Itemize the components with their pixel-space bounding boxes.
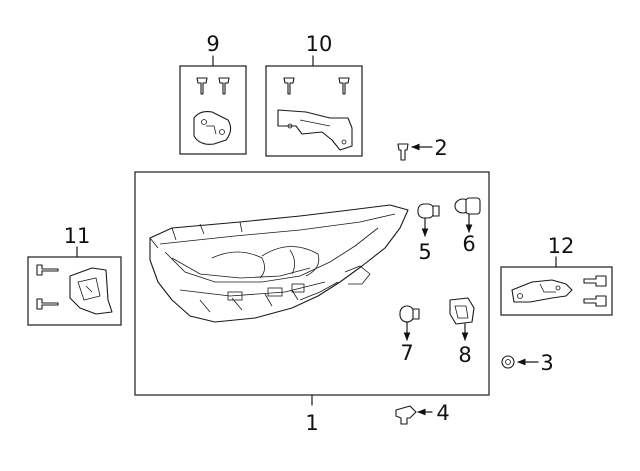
callout-1: 1 [305, 411, 318, 435]
bulb-7-drawing [399, 305, 420, 341]
callout-6: 6 [462, 232, 475, 256]
callout-8: 8 [458, 343, 471, 367]
clip-4-drawing [395, 405, 433, 425]
socket-6-drawing [454, 197, 481, 233]
headlamp-assembly-box [134, 171, 490, 406]
callout-2: 2 [434, 136, 447, 160]
callout-4: 4 [436, 401, 449, 425]
callout-5: 5 [418, 240, 431, 264]
headlamp-body-drawing [149, 204, 409, 323]
callout-9: 9 [206, 32, 219, 56]
bracket-kit-12-box [500, 256, 613, 316]
bracket-kit-10-box [265, 55, 363, 157]
bracket-kit-9-box [179, 55, 247, 155]
socket-8-drawing [449, 297, 475, 341]
callout-7: 7 [400, 341, 413, 365]
callout-11: 11 [64, 224, 91, 248]
callout-3: 3 [540, 351, 553, 375]
nut-3-drawing [501, 355, 539, 369]
bulb-5-drawing [417, 203, 440, 237]
screw-2-drawing [397, 143, 433, 161]
callout-12: 12 [548, 234, 575, 258]
bracket-kit-11-box [27, 246, 122, 326]
callout-10: 10 [306, 32, 333, 56]
